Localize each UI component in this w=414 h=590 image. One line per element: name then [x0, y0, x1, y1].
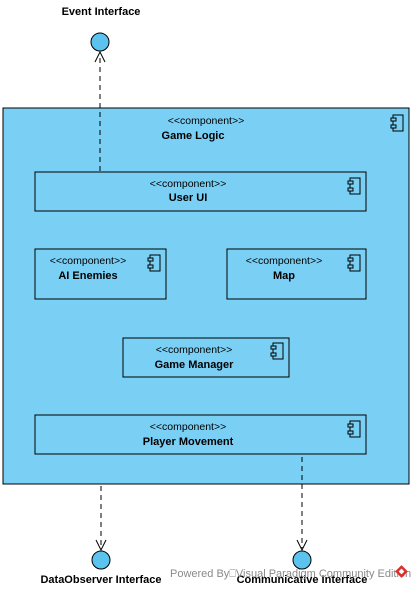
dataobserver-interface-label: DataObserver Interface — [40, 574, 161, 586]
player-movement-component[interactable]: <<component>> Player Movement — [34, 414, 367, 455]
event-interface-label: Event Interface — [62, 6, 141, 18]
communicative-interface[interactable]: Communicative Interface — [237, 550, 368, 586]
interface-lollipop — [90, 32, 110, 52]
map-name: Map — [273, 270, 295, 282]
ai-enemies-stereotype: <<component>> — [50, 255, 126, 267]
dataobserver-interface[interactable]: DataObserver Interface — [40, 550, 162, 586]
ai-enemies-component[interactable]: <<component>> AI Enemies — [34, 248, 167, 300]
player-movement-stereotype: <<component>> — [150, 421, 226, 433]
player-movement-name: Player Movement — [143, 436, 234, 448]
dependency-arrowhead — [95, 539, 107, 552]
ai-enemies-name: AI Enemies — [58, 270, 117, 282]
map-component[interactable]: <<component>> Map — [226, 248, 367, 300]
map-stereotype: <<component>> — [246, 255, 322, 267]
game-manager-name: Game Manager — [155, 359, 235, 371]
user-ui-name: User UI — [169, 192, 208, 204]
communicative-interface-label: Communicative Interface — [237, 574, 368, 586]
game-logic-stereotype: <<component>> — [168, 115, 244, 127]
game-manager-stereotype: <<component>> — [156, 344, 232, 356]
dependency-arrowhead — [94, 50, 106, 63]
user-ui-component[interactable]: <<component>> User UI — [34, 171, 367, 212]
game-manager-component[interactable]: <<component>> Game Manager — [122, 337, 290, 378]
interface-lollipop — [91, 550, 111, 570]
game-logic-name: Game Logic — [162, 130, 225, 142]
watermark-text: Powered By⎕Visual Paradigm Community Edi… — [170, 568, 411, 580]
interface-lollipop — [292, 550, 312, 570]
dependency-arrowhead — [296, 539, 308, 552]
event-interface[interactable]: Event Interface — [62, 6, 141, 52]
user-ui-stereotype: <<component>> — [150, 178, 226, 190]
